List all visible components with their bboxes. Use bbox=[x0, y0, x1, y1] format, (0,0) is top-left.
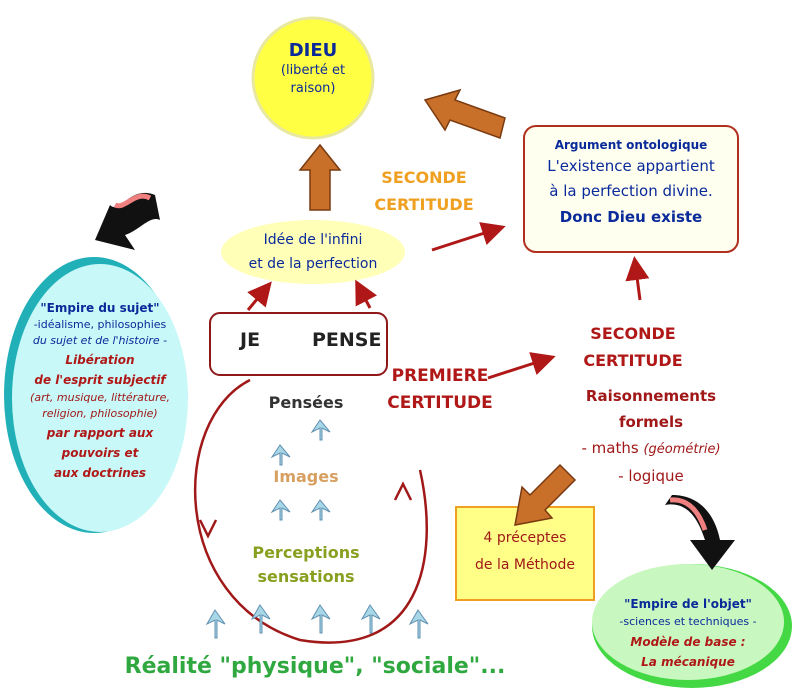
arrow-down-left-icon bbox=[514, 463, 577, 526]
idee-text: Idée de l'infini et de la perfection bbox=[220, 228, 406, 276]
je-label: JE bbox=[240, 329, 261, 351]
premiere-line1: PREMIERE bbox=[391, 366, 489, 386]
argument-line1: L'existence appartient bbox=[547, 157, 715, 175]
curly-arrow-right-icon bbox=[665, 495, 735, 570]
images-label: Images bbox=[273, 467, 339, 486]
preceptes-text: 4 préceptes de la Méthode bbox=[456, 525, 594, 579]
objet-l1: -sciences et techniques - bbox=[619, 615, 757, 628]
loop-ellipse bbox=[193, 378, 428, 644]
loop-arrow-left bbox=[198, 519, 218, 539]
realite-text: Réalité "physique", "sociale"... bbox=[124, 654, 506, 679]
sujet-title: "Empire du sujet" bbox=[40, 301, 160, 315]
argument-title: Argument ontologique bbox=[554, 138, 708, 152]
curly-arrow-left-icon bbox=[95, 192, 160, 250]
preceptes-box bbox=[455, 506, 595, 601]
seconde-certitude-right: SECONDE CERTITUDE bbox=[572, 320, 694, 374]
sujet-l7: par rapport aux bbox=[46, 425, 154, 440]
objet-l2: Modèle de base : bbox=[630, 635, 746, 649]
dieu-text: DIEU (liberté et raison) bbox=[253, 40, 373, 96]
argument-box bbox=[523, 125, 739, 253]
pense-label: PENSE bbox=[312, 329, 382, 351]
premiere-line2: CERTITUDE bbox=[387, 393, 493, 413]
premiere-certitude: PREMIERE CERTITUDE bbox=[378, 363, 502, 417]
dieu-circle bbox=[251, 16, 375, 140]
perceptions-text: Perceptions sensations bbox=[236, 541, 376, 589]
empire-du-sujet: "Empire du sujet" -idéalisme, philosophi… bbox=[12, 300, 188, 483]
sujet-l6: religion, philosophie) bbox=[42, 407, 158, 420]
objet-l3: La mécanique bbox=[641, 655, 735, 669]
raisonnements-text: Raisonnements formels - maths (géométrie… bbox=[570, 383, 732, 489]
idee-line1: Idée de l'infini bbox=[263, 232, 363, 248]
perceptions-label: Perceptions bbox=[252, 543, 360, 562]
je-pense-box bbox=[209, 312, 388, 376]
seconde-certitude-top: SECONDE CERTITUDE bbox=[360, 164, 488, 218]
raisonnements-line2: formels bbox=[618, 413, 684, 431]
dieu-line1: (liberté et bbox=[280, 63, 346, 78]
sujet-l4: de l'esprit subjectif bbox=[34, 372, 166, 387]
geometrie-label: (géométrie) bbox=[643, 442, 721, 457]
pensees-label: Pensées bbox=[268, 393, 344, 412]
sujet-l3: Libération bbox=[65, 352, 135, 367]
preceptes-line1: 4 préceptes bbox=[483, 530, 567, 546]
argument-text: Argument ontologique L'existence apparti… bbox=[524, 138, 738, 231]
argument-line2: à la perfection divine. bbox=[549, 182, 713, 200]
argument-line3: Donc Dieu existe bbox=[559, 208, 703, 226]
seconde-right-line2: CERTITUDE bbox=[583, 351, 683, 370]
brown-arrows bbox=[298, 88, 577, 526]
arrow-up-left-icon bbox=[423, 88, 506, 139]
sujet-l1: -idéalisme, philosophies bbox=[33, 317, 167, 331]
logique-label: - logique bbox=[618, 467, 684, 485]
blue-up-arrows bbox=[205, 419, 429, 639]
seconde-top-line1: SECONDE bbox=[381, 168, 467, 187]
empire-de-l-objet: "Empire de l'objet" -sciences et techniq… bbox=[598, 595, 778, 671]
loop-arrow-right bbox=[393, 481, 413, 501]
curly-arrows bbox=[95, 192, 735, 570]
dieu-line2: raison) bbox=[290, 81, 336, 96]
maths-label: - maths bbox=[581, 439, 639, 457]
seconde-top-line2: CERTITUDE bbox=[374, 195, 474, 214]
sujet-l5: (art, musique, littérature, bbox=[30, 390, 170, 404]
red-arrows bbox=[246, 222, 650, 380]
sujet-l8: pouvoirs et bbox=[61, 445, 139, 460]
idee-line2: et de la perfection bbox=[248, 256, 378, 272]
preceptes-line2: de la Méthode bbox=[475, 557, 575, 573]
sujet-l2: du sujet et de l'histoire - bbox=[32, 334, 168, 347]
sujet-ellipse bbox=[12, 264, 188, 532]
sujet-l9: aux doctrines bbox=[53, 465, 147, 480]
seconde-right-line1: SECONDE bbox=[590, 324, 676, 343]
dieu-title: DIEU bbox=[288, 40, 338, 61]
arrow-up-icon bbox=[298, 143, 342, 211]
objet-ellipse bbox=[592, 564, 784, 680]
raisonnements-line1: Raisonnements bbox=[585, 387, 717, 405]
idee-ellipse bbox=[221, 220, 405, 284]
sensations-label: sensations bbox=[257, 567, 355, 586]
objet-title: "Empire de l'objet" bbox=[624, 597, 752, 611]
